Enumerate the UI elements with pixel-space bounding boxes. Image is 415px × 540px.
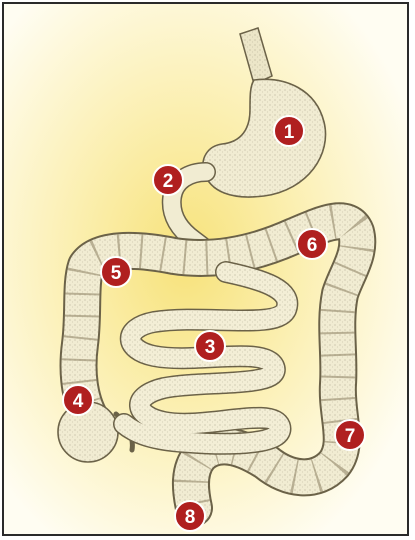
marker-8-label: 8 [185,507,196,528]
marker-3: 3 [195,331,225,361]
marker-4-label: 4 [73,391,84,412]
marker-7: 7 [335,420,365,450]
marker-6-label: 6 [307,235,318,256]
marker-2: 2 [153,165,183,195]
marker-4: 4 [63,385,93,415]
digestive-system-illustration: 1 2 3 4 5 6 7 8 [4,4,407,534]
marker-6: 6 [297,229,327,259]
diagram-frame: 1 2 3 4 5 6 7 8 [2,2,409,536]
marker-1: 1 [274,116,304,146]
marker-5-label: 5 [111,263,122,284]
marker-8: 8 [175,501,205,531]
marker-3-label: 3 [205,337,216,358]
marker-1-label: 1 [284,122,295,143]
marker-5: 5 [101,257,131,287]
marker-2-label: 2 [163,171,174,192]
marker-7-label: 7 [345,426,356,447]
